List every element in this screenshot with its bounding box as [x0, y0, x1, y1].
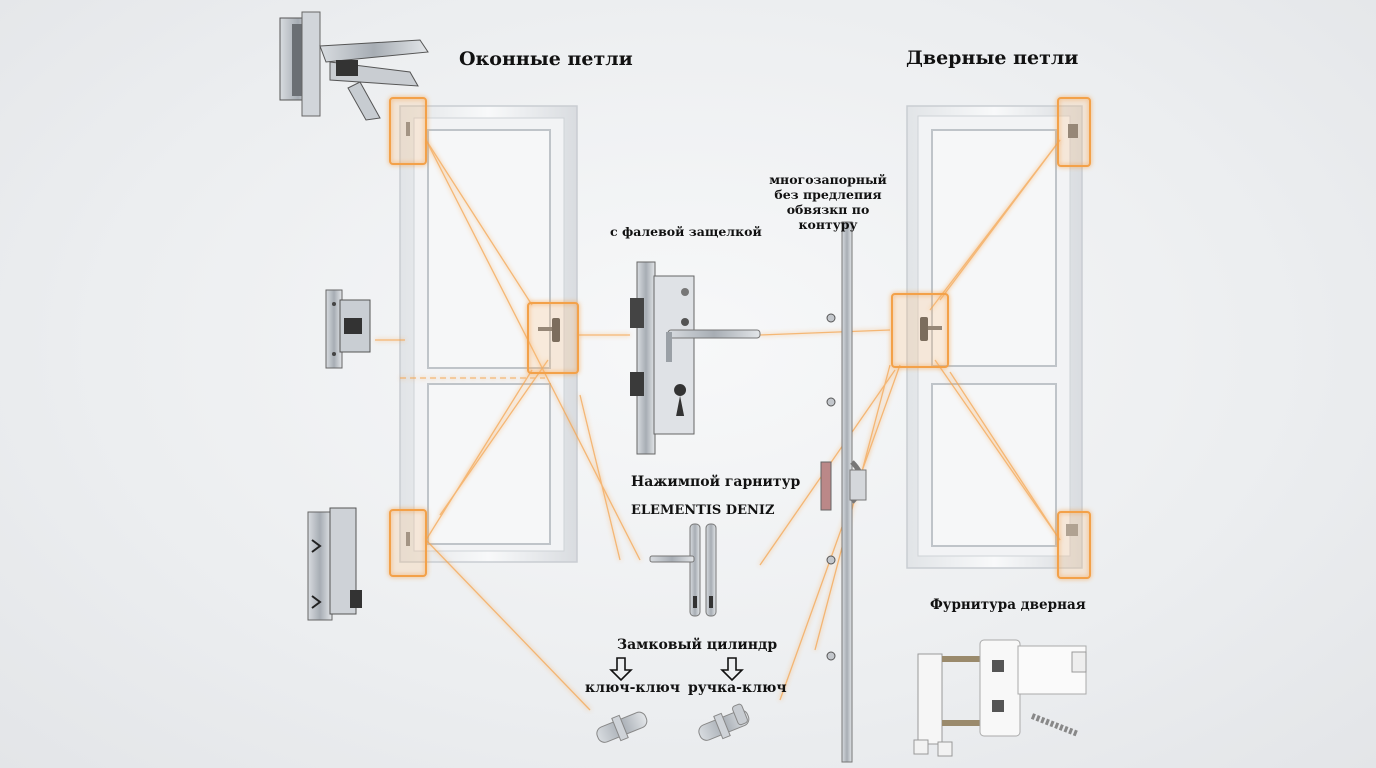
handle-brand-label: ELEMENTIS DENIZ — [631, 503, 775, 518]
window-hinge-icon — [279, 11, 429, 121]
door-hardware-label: Фурнитура дверная — [930, 597, 1086, 613]
cylinder-key-key-icon — [596, 711, 648, 743]
handle-key-label: ручка-ключ — [688, 680, 787, 696]
latch-lock-label: с фалевой защелкой — [610, 224, 762, 239]
door-hardware-kit-icon — [913, 639, 1087, 757]
right-door — [906, 105, 1083, 569]
highlight-boxes — [389, 97, 1091, 579]
multipoint-lock-label: многозапорный без предлепия обвязкп по к… — [769, 172, 887, 232]
left-door — [399, 105, 578, 563]
door-hinge-bottom-icon — [307, 507, 362, 621]
mortise-lock-icon — [630, 261, 761, 455]
multipoint-lock-icon — [820, 221, 867, 763]
window-hinges-title: Оконные петли — [459, 48, 633, 70]
cylinder-label: Замковый цилиндр — [617, 637, 778, 653]
handle-set-icon — [649, 523, 717, 617]
door-hinges-title: Дверные петли — [906, 47, 1079, 69]
striker-plate-icon — [325, 289, 371, 369]
down-arrow-icons — [609, 657, 744, 682]
key-key-label: ключ-ключ — [585, 680, 680, 696]
handle-set-label: Нажимпой гарнитур — [631, 474, 801, 490]
cylinder-handle-key-icon — [698, 703, 750, 741]
